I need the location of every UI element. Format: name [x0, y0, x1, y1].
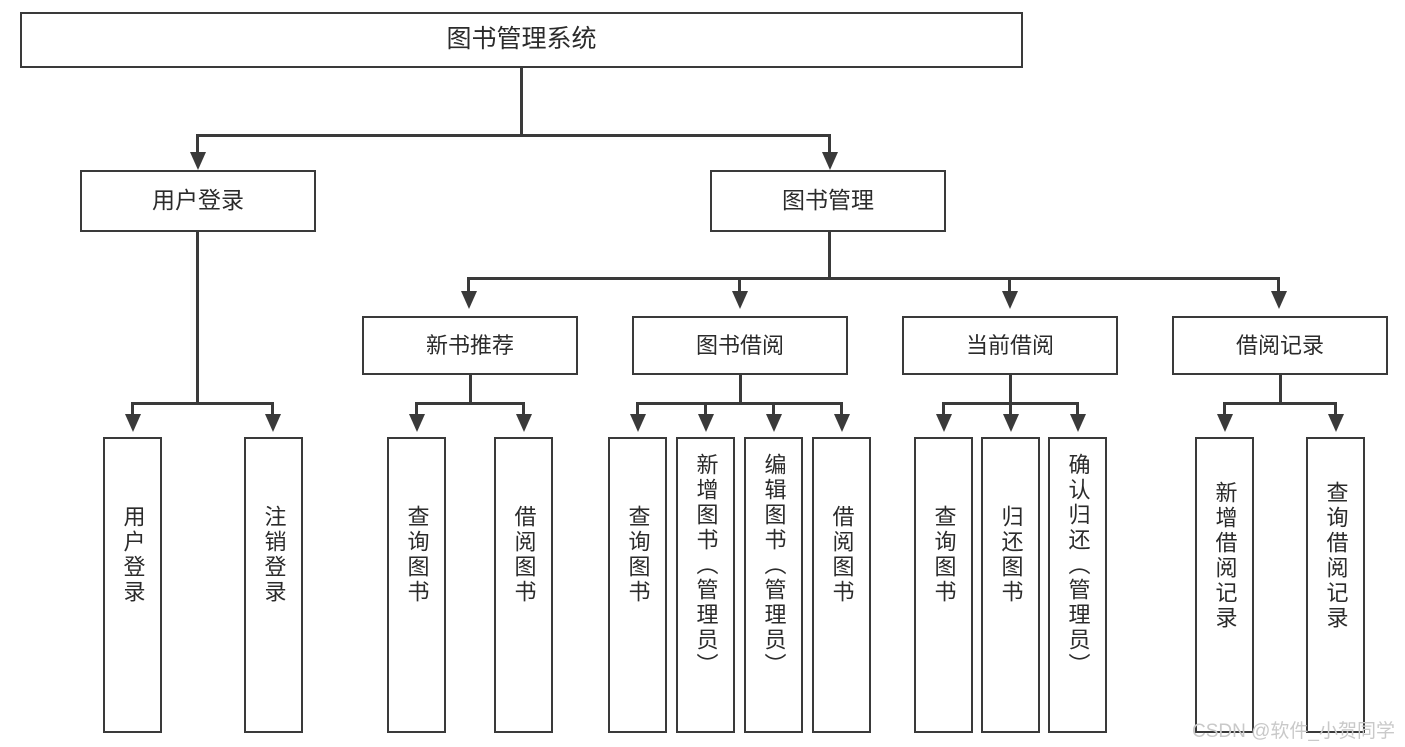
node-new-book-recommend[interactable]: 新书推荐	[362, 316, 578, 375]
connector-book-borrow-leaf-1	[704, 402, 707, 416]
connector-to-borrow-record	[1277, 277, 1280, 293]
connector-user-login-bus	[131, 402, 271, 405]
connector-new-book-stem	[469, 375, 472, 405]
leaf-book-borrow-query-book[interactable]: 查询图书	[608, 437, 667, 733]
leaf-current-borrow-query-book[interactable]: 查询图书	[914, 437, 973, 733]
arrow-to-new-book	[461, 291, 477, 309]
arrow-current-borrow-leaf-2	[1070, 414, 1086, 432]
connector-current-borrow-stem	[1009, 375, 1012, 405]
connector-user-login-stem	[196, 232, 199, 405]
connector-level1-bus	[196, 134, 831, 137]
leaf-book-borrow-edit-book-admin[interactable]: 编辑图书（管理员）	[744, 437, 803, 733]
node-book-management[interactable]: 图书管理	[710, 170, 946, 232]
leaf-current-borrow-return-book[interactable]: 归还图书	[981, 437, 1040, 733]
leaf-label: 注销登录	[261, 505, 287, 605]
leaf-label: 查询图书	[931, 505, 957, 605]
arrow-borrow-record-leaf-1	[1328, 414, 1344, 432]
connector-level2-bus	[467, 277, 1279, 280]
connector-book-borrow-bus	[636, 402, 840, 405]
connector-to-new-book	[467, 277, 470, 293]
arrow-current-borrow-leaf-1	[1003, 414, 1019, 432]
arrow-to-borrow-record	[1271, 291, 1287, 309]
leaf-label: 查询图书	[404, 505, 430, 605]
connector-to-book-manage	[828, 134, 831, 154]
leaf-label: 归还图书	[998, 505, 1024, 605]
leaf-new-book-query-book[interactable]: 查询图书	[387, 437, 446, 733]
arrow-new-book-leaf-1	[516, 414, 532, 432]
leaf-label: 新增图书（管理员）	[693, 453, 719, 678]
leaf-label: 编辑图书（管理员）	[761, 453, 787, 678]
connector-new-book-bus	[415, 402, 525, 405]
connector-to-current-borrow	[1008, 277, 1011, 293]
arrow-book-borrow-leaf-2	[766, 414, 782, 432]
arrow-book-borrow-leaf-0	[630, 414, 646, 432]
leaf-current-borrow-confirm-return-admin[interactable]: 确认归还（管理员）	[1048, 437, 1107, 733]
connector-to-user-login	[196, 134, 199, 154]
leaf-book-borrow-add-book-admin[interactable]: 新增图书（管理员）	[676, 437, 735, 733]
node-user-login[interactable]: 用户登录	[80, 170, 316, 232]
connector-new-book-leaf-0	[415, 402, 418, 416]
leaf-borrow-record-query-record[interactable]: 查询借阅记录	[1306, 437, 1365, 733]
connector-to-book-borrow	[738, 277, 741, 293]
leaf-label: 借阅图书	[829, 505, 855, 605]
connector-new-book-leaf-1	[522, 402, 525, 416]
csdn-watermark: CSDN @软件_小贺同学	[1192, 721, 1395, 742]
node-book-borrow[interactable]: 图书借阅	[632, 316, 848, 375]
leaf-book-borrow-borrow-book[interactable]: 借阅图书	[812, 437, 871, 733]
connector-borrow-record-leaf-0	[1223, 402, 1226, 416]
leaf-label: 借阅图书	[511, 505, 537, 605]
arrow-to-book-manage	[822, 152, 838, 170]
connector-borrow-record-leaf-1	[1334, 402, 1337, 416]
arrow-to-user-login	[190, 152, 206, 170]
arrow-to-current-borrow	[1002, 291, 1018, 309]
leaf-user-login-login[interactable]: 用户登录	[103, 437, 162, 733]
leaf-label: 确认归还（管理员）	[1065, 453, 1091, 678]
connector-book-borrow-leaf-2	[772, 402, 775, 416]
connector-user-login-leaf-1	[271, 402, 274, 416]
leaf-label: 新增借阅记录	[1212, 481, 1238, 631]
leaf-user-login-logout[interactable]: 注销登录	[244, 437, 303, 733]
connector-user-login-leaf-0	[131, 402, 134, 416]
arrow-new-book-leaf-0	[409, 414, 425, 432]
arrow-user-login-leaf-1	[265, 414, 281, 432]
leaf-label: 查询借阅记录	[1323, 481, 1349, 631]
leaf-label: 查询图书	[625, 505, 651, 605]
leaf-borrow-record-add-record[interactable]: 新增借阅记录	[1195, 437, 1254, 733]
leaf-label: 用户登录	[120, 505, 146, 605]
arrow-book-borrow-leaf-3	[834, 414, 850, 432]
node-root-system[interactable]: 图书管理系统	[20, 12, 1023, 68]
connector-book-manage-stem	[828, 232, 831, 280]
arrow-current-borrow-leaf-0	[936, 414, 952, 432]
node-current-borrow[interactable]: 当前借阅	[902, 316, 1118, 375]
connector-current-borrow-leaf-1	[1009, 402, 1012, 416]
arrow-borrow-record-leaf-0	[1217, 414, 1233, 432]
leaf-new-book-borrow-book[interactable]: 借阅图书	[494, 437, 553, 733]
connector-borrow-record-bus	[1223, 402, 1337, 405]
node-borrow-record[interactable]: 借阅记录	[1172, 316, 1388, 375]
connector-borrow-record-stem	[1279, 375, 1282, 405]
connector-current-borrow-leaf-2	[1076, 402, 1079, 416]
arrow-to-book-borrow	[732, 291, 748, 309]
arrow-book-borrow-leaf-1	[698, 414, 714, 432]
connector-book-borrow-leaf-3	[840, 402, 843, 416]
arrow-user-login-leaf-0	[125, 414, 141, 432]
connector-root-stem	[520, 68, 523, 136]
connector-current-borrow-leaf-0	[942, 402, 945, 416]
connector-book-borrow-leaf-0	[636, 402, 639, 416]
connector-book-borrow-stem	[739, 375, 742, 405]
